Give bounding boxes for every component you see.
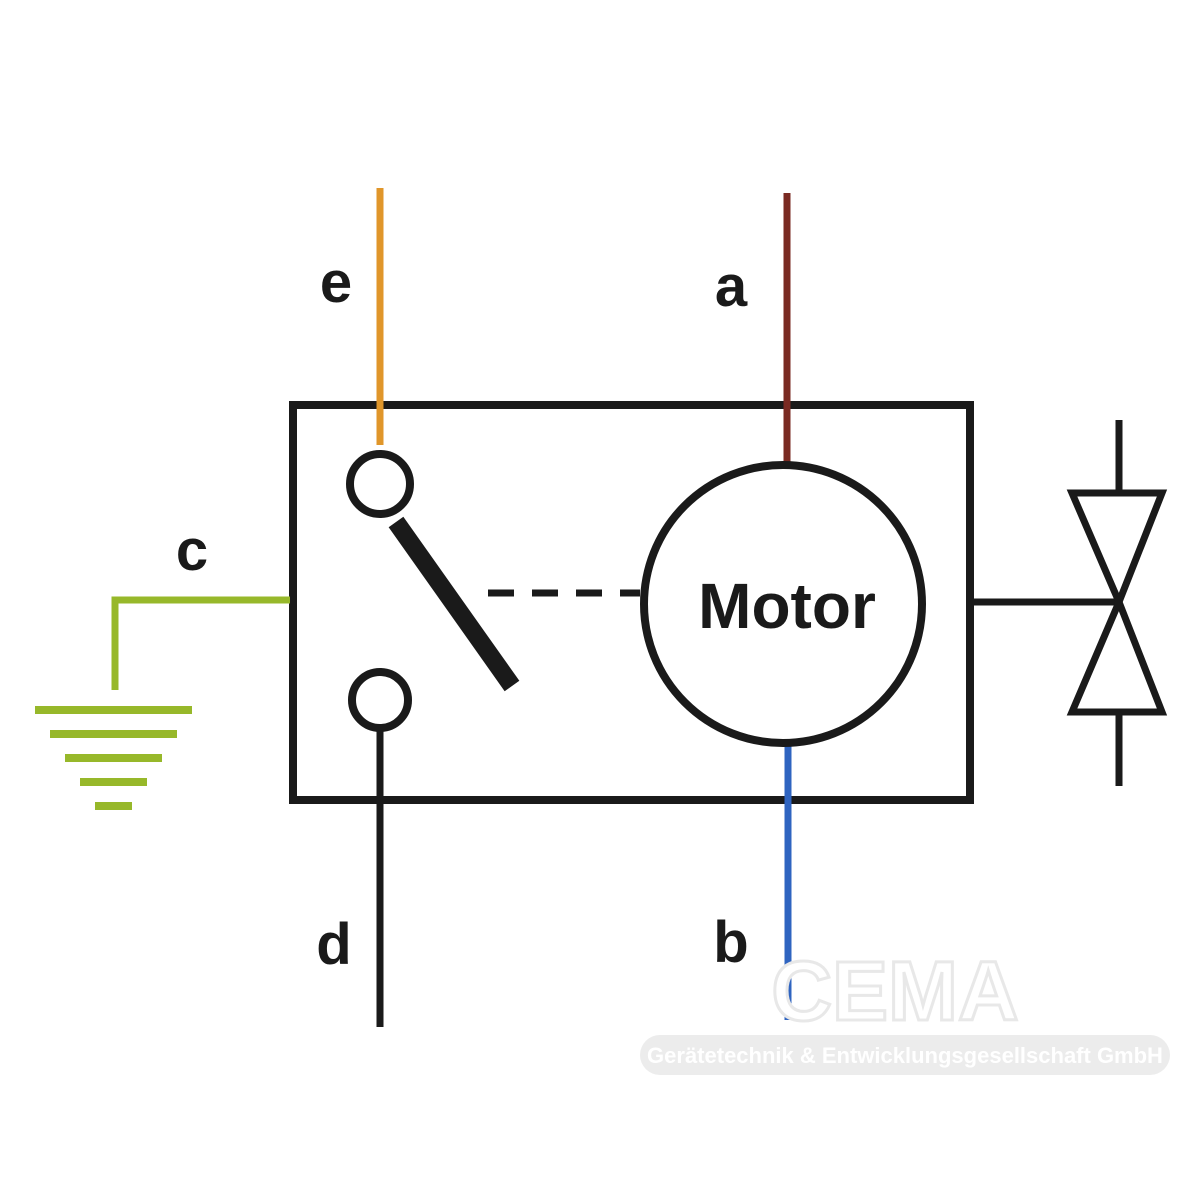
watermark-tagline-bar [640, 1035, 1170, 1075]
motor-circle [640, 461, 926, 747]
watermark-tagline: Gerätetechnik & Entwicklungsgesellschaft… [647, 1043, 1163, 1068]
motor-label: Motor [698, 570, 876, 642]
label-d: d [316, 912, 351, 977]
switch-contact-upper [346, 450, 414, 518]
watermark-brand: CEMA [771, 944, 1018, 1038]
wire-c [111, 596, 290, 690]
switch-contact-lower [348, 668, 412, 732]
watermark: CEMA Gerätetechnik & Entwicklungsgesells… [640, 943, 1170, 1075]
housing-box [289, 401, 974, 804]
switch-lever [388, 516, 520, 692]
ground-icon [35, 706, 192, 810]
label-e: e [320, 250, 352, 315]
label-a: a [715, 254, 748, 319]
label-b: b [713, 910, 748, 975]
label-c: c [176, 518, 208, 583]
valve-icon [1066, 420, 1168, 786]
